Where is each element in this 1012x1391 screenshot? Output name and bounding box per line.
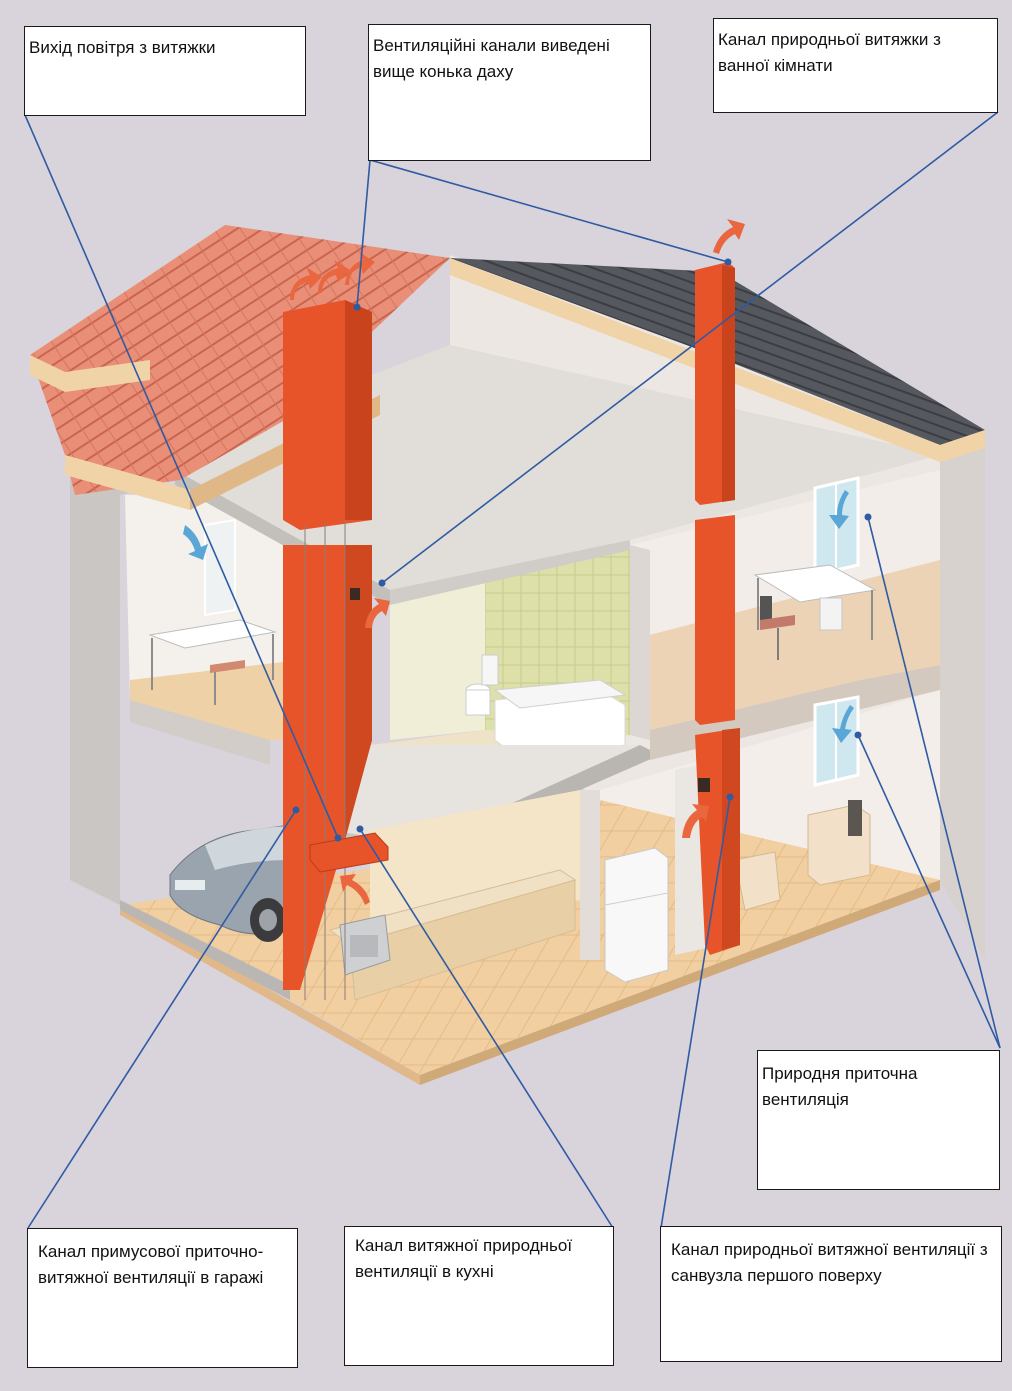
window-upper-right bbox=[815, 478, 858, 575]
armchair-right bbox=[808, 800, 870, 885]
callout-natural-supply: Природня приточна вентиляція bbox=[757, 1050, 1000, 1190]
vent-grille-wc bbox=[698, 778, 710, 792]
interior-partition-lower bbox=[580, 790, 600, 960]
callout-garage-forced-duct-text: Канал примусової приточно-витяжної венти… bbox=[38, 1242, 263, 1287]
interior-partition bbox=[630, 545, 650, 740]
leader-ridge-right bbox=[370, 160, 728, 262]
callout-bathroom-natural-exhaust: Канал природньої витяжки з ванної кімнат… bbox=[713, 18, 998, 113]
callout-ducts-above-ridge-text: Вентиляційні канали виведені вище конька… bbox=[373, 36, 610, 81]
callout-garage-forced-duct: Канал примусової приточно-витяжної венти… bbox=[27, 1228, 298, 1368]
leader-garage bbox=[28, 810, 296, 1228]
bathroom-left-wall bbox=[390, 580, 485, 740]
right-exterior-wall bbox=[940, 430, 985, 960]
callout-exhaust-outlet: Вихід повітря з витяжки bbox=[24, 26, 306, 116]
window-upper-left bbox=[205, 520, 235, 615]
callout-natural-supply-text: Природня приточна вентиляція bbox=[762, 1064, 917, 1109]
callout-wc-first-floor-exhaust-text: Канал природньої витяжної вентиляції з с… bbox=[671, 1240, 988, 1285]
callout-ducts-above-ridge: Вентиляційні канали виведені вище конька… bbox=[368, 24, 651, 161]
callout-kitchen-natural-exhaust-text: Канал витяжної природньої вентиляції в к… bbox=[355, 1236, 572, 1281]
callout-kitchen-natural-exhaust: Канал витяжної природньої вентиляції в к… bbox=[344, 1226, 614, 1366]
vent-grille-upper bbox=[350, 588, 360, 600]
duct-right-middle bbox=[695, 515, 735, 725]
callout-exhaust-outlet-text: Вихід повітря з витяжки bbox=[29, 38, 216, 57]
callout-bathroom-natural-exhaust-text: Канал природньої витяжки з ванної кімнат… bbox=[718, 30, 941, 75]
callout-wc-first-floor-exhaust: Канал природньої витяжної вентиляції з с… bbox=[660, 1226, 1002, 1362]
fridge bbox=[605, 848, 668, 982]
